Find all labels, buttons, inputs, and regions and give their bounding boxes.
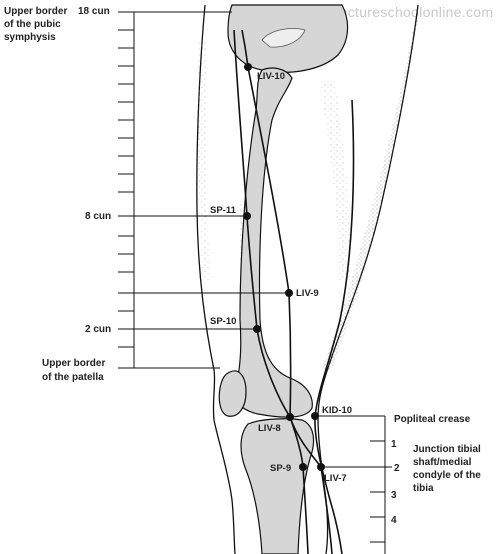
point-sp11 (243, 212, 251, 220)
point-label-liv8: LIV-8 (258, 423, 281, 434)
point-label-sp11: SP-11 (210, 205, 237, 216)
patella-bone (218, 370, 247, 417)
pelvis-bone (227, 4, 349, 73)
tick-label-1: 1 (391, 439, 397, 450)
left-labels: Upper border of the pubic symphysis 18 c… (4, 6, 111, 383)
point-liv10 (244, 63, 252, 71)
point-sp9 (299, 463, 307, 471)
label-upper-border-pubic-2: of the pubic (4, 19, 61, 30)
label-2-cun: 2 cun (85, 324, 111, 335)
label-18-cun: 18 cun (78, 6, 110, 17)
right-labels: Popliteal crease Junction tibial shaft/m… (391, 414, 481, 526)
tick-label-3: 3 (391, 490, 397, 501)
tick-label-4: 4 (391, 515, 397, 526)
point-sp10 (253, 325, 261, 333)
point-label-sp10: SP-10 (210, 316, 236, 327)
point-label-kid10: KID-10 (322, 405, 352, 416)
label-8-cun: 8 cun (85, 211, 111, 222)
tick-label-2: 2 (394, 463, 400, 474)
label-popliteal-crease: Popliteal crease (394, 414, 471, 425)
femur-bone (234, 67, 313, 418)
label-junction-2: shaft/medial (413, 457, 472, 468)
label-upper-border-patella-1: Upper border (42, 358, 105, 369)
label-junction-4: tibia (413, 483, 434, 494)
spleen-meridian-line (233, 29, 309, 554)
point-label-sp9: SP-9 (270, 463, 291, 474)
point-label-liv9: LIV-9 (296, 288, 319, 299)
point-label-liv7: LIV-7 (324, 473, 347, 484)
point-label-liv10: LIV-10 (257, 71, 285, 82)
watermark-text: acupunctureschoolonline.com (300, 4, 493, 20)
label-junction-3: condyle of the (413, 470, 481, 481)
point-liv8 (286, 413, 294, 421)
label-upper-border-pubic-3: symphysis (4, 32, 56, 43)
right-cun-scale (315, 415, 392, 554)
kidney-meridian-line (314, 99, 355, 554)
acupoint-labels: LIV-10 SP-11 LIV-9 SP-10 LIV-8 KID-10 SP… (210, 71, 352, 484)
point-liv7 (317, 463, 325, 471)
left-cun-scale (118, 11, 288, 369)
point-kid10 (311, 412, 319, 420)
label-upper-border-pubic-1: Upper border (4, 6, 67, 17)
point-liv9 (285, 289, 293, 297)
tibia-bone (240, 418, 315, 554)
label-upper-border-patella-2: of the patella (42, 372, 104, 383)
label-junction-1: Junction tibial (413, 444, 481, 455)
acupoints (243, 63, 325, 471)
